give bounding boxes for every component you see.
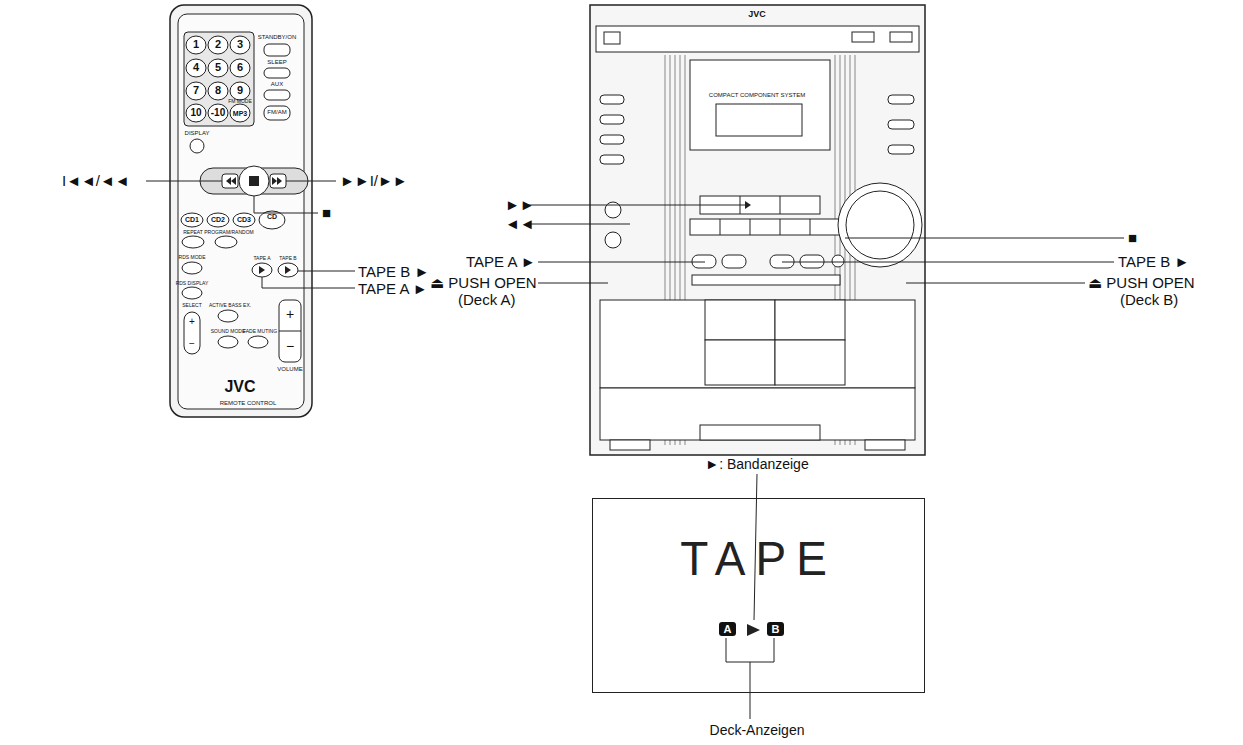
leader-lines <box>146 181 355 288</box>
button-label: 6 <box>237 61 243 74</box>
button-label: 8 <box>215 84 221 97</box>
button-label: TAPE B <box>279 256 296 262</box>
leader-lines <box>528 205 1124 283</box>
button-label: 3 <box>237 38 243 51</box>
callout-label: (Deck B) <box>1120 291 1178 308</box>
button-label: ACTIVE BASS EX. <box>209 303 251 309</box>
callout-label: ■ <box>322 204 331 221</box>
button-label: 2 <box>215 38 221 51</box>
button-label: STANDBY/ON <box>258 34 297 41</box>
display-text: TAPE <box>593 532 924 585</box>
button-label: 5 <box>215 61 221 74</box>
remote-control <box>170 5 312 417</box>
button-label: CD1 <box>185 216 199 224</box>
button-label: SLEEP <box>267 59 286 66</box>
button-label: REMOTE CONTROL <box>220 400 277 407</box>
button-label: SOUND MODE <box>211 329 245 335</box>
button-label: − <box>189 338 195 350</box>
button-label: FM MODE <box>228 99 252 105</box>
deck-indicator: B <box>767 622 784 636</box>
deck-letter: A <box>719 622 736 636</box>
callout-label: ⏏ PUSH OPEN <box>1088 274 1195 291</box>
button-label: RDS MODE <box>179 255 206 261</box>
display-annotations <box>726 474 774 719</box>
button-label: 10 <box>190 107 201 119</box>
button-label: CD3 <box>237 216 251 224</box>
callout-label: ►►I/►► <box>340 172 408 189</box>
button-label: RDS DISPLAY <box>176 281 209 287</box>
button-label: FADE MUTING <box>243 329 277 335</box>
button-label: REPEAT <box>183 230 203 236</box>
callout-label: ►► <box>505 196 535 213</box>
button-label: JVC <box>748 9 766 19</box>
callout-label: ⏏ PUSH OPEN <box>430 274 537 291</box>
button-label: CD <box>267 213 277 221</box>
deck-indicator: A <box>719 622 736 636</box>
callout-label: TAPE B ► <box>1118 253 1189 270</box>
button-label: 4 <box>193 61 199 74</box>
callout-label: JVC <box>224 378 255 396</box>
button-label: CD2 <box>211 216 225 224</box>
button-label: SELECT <box>182 303 201 309</box>
button-label: 7 <box>193 84 199 97</box>
button-label: TAPE A <box>253 256 270 262</box>
button-label: MP3 <box>233 110 247 118</box>
button-label: PROGRAM/RANDOM <box>204 230 253 236</box>
button-label: 9 <box>237 84 243 97</box>
button-label: 1 <box>193 38 199 51</box>
display-panel: TAPE A B <box>592 498 925 693</box>
main-unit <box>590 5 925 455</box>
button-label: FM/AM <box>267 109 286 116</box>
deck-letter: B <box>767 622 784 636</box>
button-label: + <box>189 316 195 328</box>
callout-label: I◄◄/◄◄ <box>62 172 130 189</box>
callout-label: TAPE A ► <box>358 280 428 297</box>
callout-label: ◄◄ <box>505 215 535 232</box>
callout-label: ■ <box>1128 229 1137 246</box>
callout-label: TAPE A ► <box>466 253 536 270</box>
callout-label: + <box>286 306 294 322</box>
button-label: DISPLAY <box>185 130 210 137</box>
button-label: VOLUME <box>277 366 302 373</box>
button-label: -10 <box>211 107 225 119</box>
callout-label: Deck-Anzeigen <box>710 722 805 738</box>
callout-label: TAPE B ► <box>358 263 429 280</box>
button-label: AUX <box>271 81 283 88</box>
button-label: COMPACT COMPONENT SYSTEM <box>709 92 805 99</box>
callout-label: − <box>286 338 294 354</box>
callout-label: ►: Bandanzeige <box>705 456 808 472</box>
callout-label: (Deck A) <box>458 291 516 308</box>
